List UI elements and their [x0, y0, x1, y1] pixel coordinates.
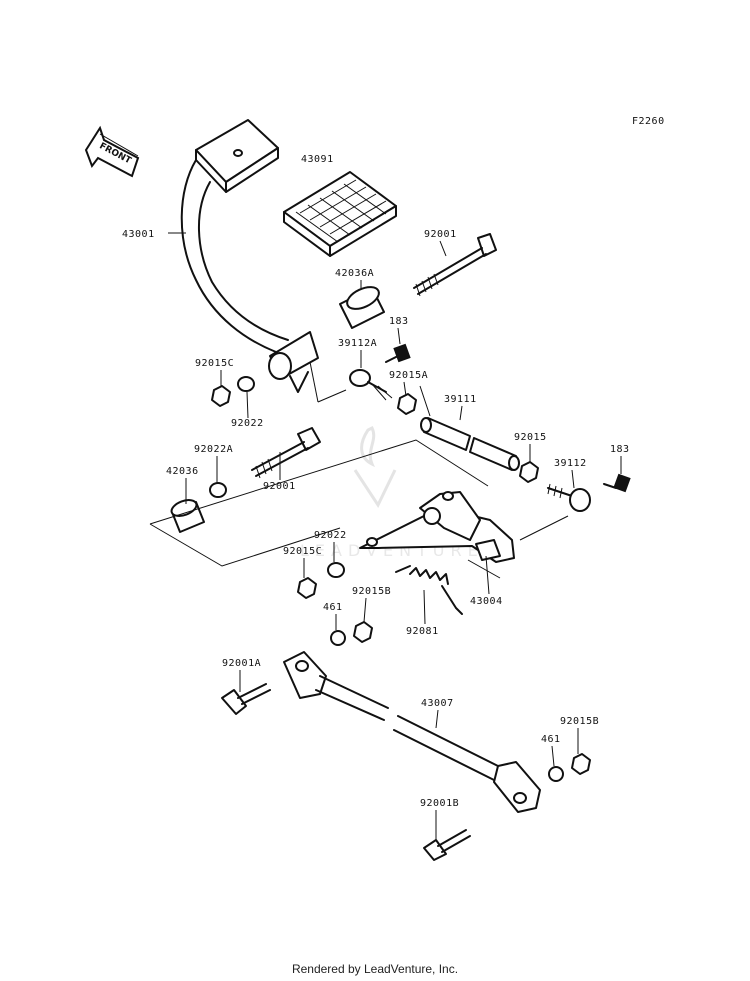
callout-92015A: 92015A	[389, 370, 428, 381]
callout-92001A: 92001A	[222, 658, 261, 669]
bolt-92001-mid	[251, 427, 321, 479]
bolt-92001-top	[413, 233, 497, 297]
nut-92015B-right	[571, 753, 591, 775]
callout-42036: 42036	[166, 466, 199, 477]
assembly-guide-lines	[149, 385, 569, 579]
nut-92015B-mid	[353, 621, 373, 643]
callout-92015B-right: 92015B	[560, 716, 599, 727]
callout-92015: 92015	[514, 432, 547, 443]
nut-92015A	[397, 393, 417, 415]
bolt-92001B	[423, 829, 471, 861]
callout-39112: 39112	[554, 458, 587, 469]
footer-credit: Rendered by LeadVenture, Inc.	[291, 962, 459, 976]
rod-39111	[420, 417, 520, 471]
callout-92001-mid: 92001	[263, 481, 296, 492]
callouts: 43091 43001 92001 42036A 183 39112A 9201…	[122, 154, 630, 809]
front-arrow-icon: FRONT	[84, 125, 140, 178]
callout-92015B-mid: 92015B	[352, 586, 391, 597]
bolt-183-top	[385, 343, 411, 363]
callout-461-mid: 461	[323, 602, 343, 613]
callout-92015C-mid: 92015C	[283, 546, 322, 557]
nut-92015C-mid	[297, 577, 317, 599]
callout-43004: 43004	[470, 596, 503, 607]
callout-39111: 39111	[444, 394, 477, 405]
collar-42036	[170, 499, 205, 533]
callout-92022-top: 92022	[231, 418, 264, 429]
bolt-183-right	[603, 473, 631, 493]
brake-pedal-43001	[180, 119, 347, 403]
callout-92001-top: 92001	[424, 229, 457, 240]
rod-end-39112A	[349, 369, 393, 401]
callout-92001B: 92001B	[420, 798, 459, 809]
washer-92022A	[209, 482, 227, 498]
callout-43091: 43091	[301, 154, 334, 165]
nut-92015	[519, 461, 539, 483]
bolt-92001A	[221, 683, 271, 715]
pedal-pad-43091	[283, 171, 397, 257]
washer-461-right	[548, 766, 564, 782]
washer-92022-top	[237, 376, 255, 392]
washer-92022-mid	[327, 562, 345, 578]
rod-end-39112	[547, 483, 591, 512]
callout-183-right: 183	[610, 444, 630, 455]
figure-code: F2260	[632, 116, 665, 127]
washer-461-mid	[330, 630, 346, 646]
brake-rod-43007	[283, 651, 541, 813]
callout-92015C-top: 92015C	[195, 358, 234, 369]
callout-92022-mid: 92022	[314, 530, 347, 541]
nut-92015C-top	[211, 385, 231, 407]
callout-183-top: 183	[389, 316, 409, 327]
callout-43007: 43007	[421, 698, 454, 709]
callout-43001: 43001	[122, 229, 155, 240]
spring-92081	[395, 565, 463, 615]
callout-92022A: 92022A	[194, 444, 233, 455]
collar-42036A	[339, 286, 385, 329]
lever-43004	[359, 491, 515, 563]
callout-42036A: 42036A	[335, 268, 374, 279]
callout-92081: 92081	[406, 626, 439, 637]
callout-461-right: 461	[541, 734, 561, 745]
callout-39112A: 39112A	[338, 338, 377, 349]
callout-leaders	[168, 232, 622, 840]
